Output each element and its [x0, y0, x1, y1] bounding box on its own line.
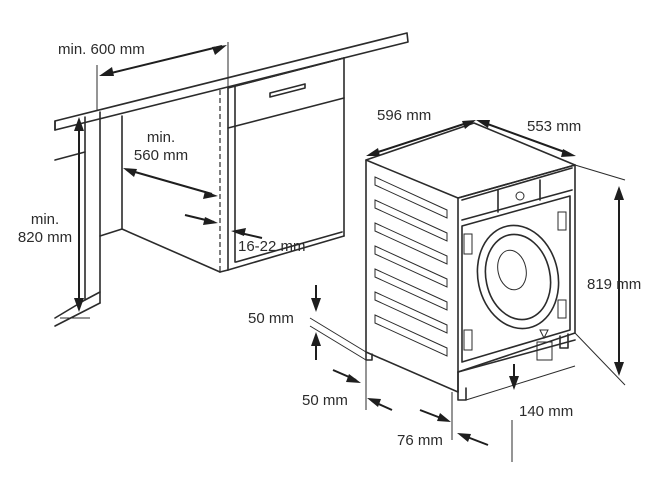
side-clearance-label: 50 mm	[302, 392, 348, 409]
cabinet-depth-label-line2: 560 mm	[133, 147, 189, 164]
rear-clearance-arrows	[465, 364, 576, 401]
appliance-depth-label: 553 mm	[527, 118, 582, 135]
cabinet-depth-label-line1: min.	[146, 129, 176, 146]
appliance-width-arrow	[366, 120, 476, 156]
door-gap-arrows	[184, 214, 263, 239]
cabinet-depth-arrow	[123, 168, 218, 199]
cabinet-height-arrow	[60, 117, 90, 319]
appliance-height-label: 819 mm	[587, 276, 642, 293]
kitchen-cabinet	[54, 32, 409, 327]
side-clearance-arrows	[332, 360, 453, 420]
appliance-height-arrow	[574, 164, 626, 386]
door-gap-label: 16-22 mm	[238, 238, 306, 255]
foot-depth-arrows	[419, 402, 513, 462]
appliance-depth-arrow	[476, 120, 576, 157]
cabinet-width-arrow	[96, 42, 229, 110]
foot-depth-label: 76 mm	[397, 432, 443, 449]
foot-height-label: 50 mm	[248, 310, 294, 327]
washing-machine	[365, 122, 576, 401]
foot-height-arrows	[309, 285, 367, 361]
cabinet-height-label-line1: min.	[30, 211, 60, 228]
cabinet-width-label: min. 600 mm	[58, 41, 145, 58]
appliance-width-label: 596 mm	[377, 107, 432, 124]
cabinet-height-label-line2: 820 mm	[17, 229, 73, 246]
rear-clearance-label: 140 mm	[519, 403, 574, 420]
